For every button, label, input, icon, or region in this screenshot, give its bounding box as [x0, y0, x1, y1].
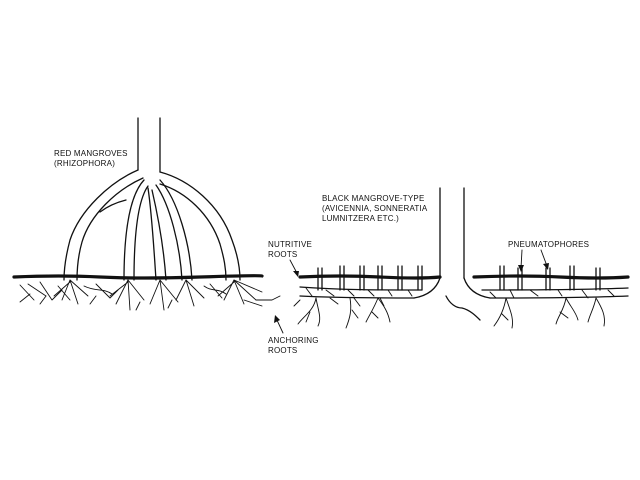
label-black-mangrove-line2: (AVICENNIA, SONNERATIA	[322, 204, 428, 213]
label-anchoring-roots: ANCHORING ROOTS	[268, 336, 319, 355]
arrow-pneumatophore-right	[540, 249, 549, 270]
arrow-anchoring-roots	[274, 315, 284, 334]
mud-surface	[12, 274, 630, 280]
label-pneumatophores-line1: PNEUMATOPHORES	[508, 240, 589, 249]
label-red-mangroves: RED MANGROVES (RHIZOPHORA)	[54, 149, 128, 168]
label-anchoring-roots-line2: ROOTS	[268, 346, 297, 355]
label-anchoring-roots-line1: ANCHORING	[268, 336, 319, 345]
label-black-mangrove-line3: LUMNITZERA ETC.)	[322, 214, 399, 223]
label-red-mangroves-line2: (RHIZOPHORA)	[54, 159, 115, 168]
black-mangrove-tree	[293, 187, 629, 329]
red-mangrove-tree	[19, 117, 281, 311]
arrow-nutritive-roots	[289, 259, 299, 277]
label-red-mangroves-line1: RED MANGROVES	[54, 149, 128, 158]
label-black-mangrove-line1: BLACK MANGROVE-TYPE	[322, 194, 425, 203]
label-black-mangrove: BLACK MANGROVE-TYPE (AVICENNIA, SONNERAT…	[322, 194, 428, 223]
label-nutritive-roots-line1: NUTRITIVE	[268, 240, 312, 249]
label-nutritive-roots: NUTRITIVE ROOTS	[268, 240, 312, 259]
label-nutritive-roots-line2: ROOTS	[268, 250, 297, 259]
label-pneumatophores: PNEUMATOPHORES	[508, 240, 589, 249]
arrow-pneumatophore-left	[518, 249, 524, 272]
